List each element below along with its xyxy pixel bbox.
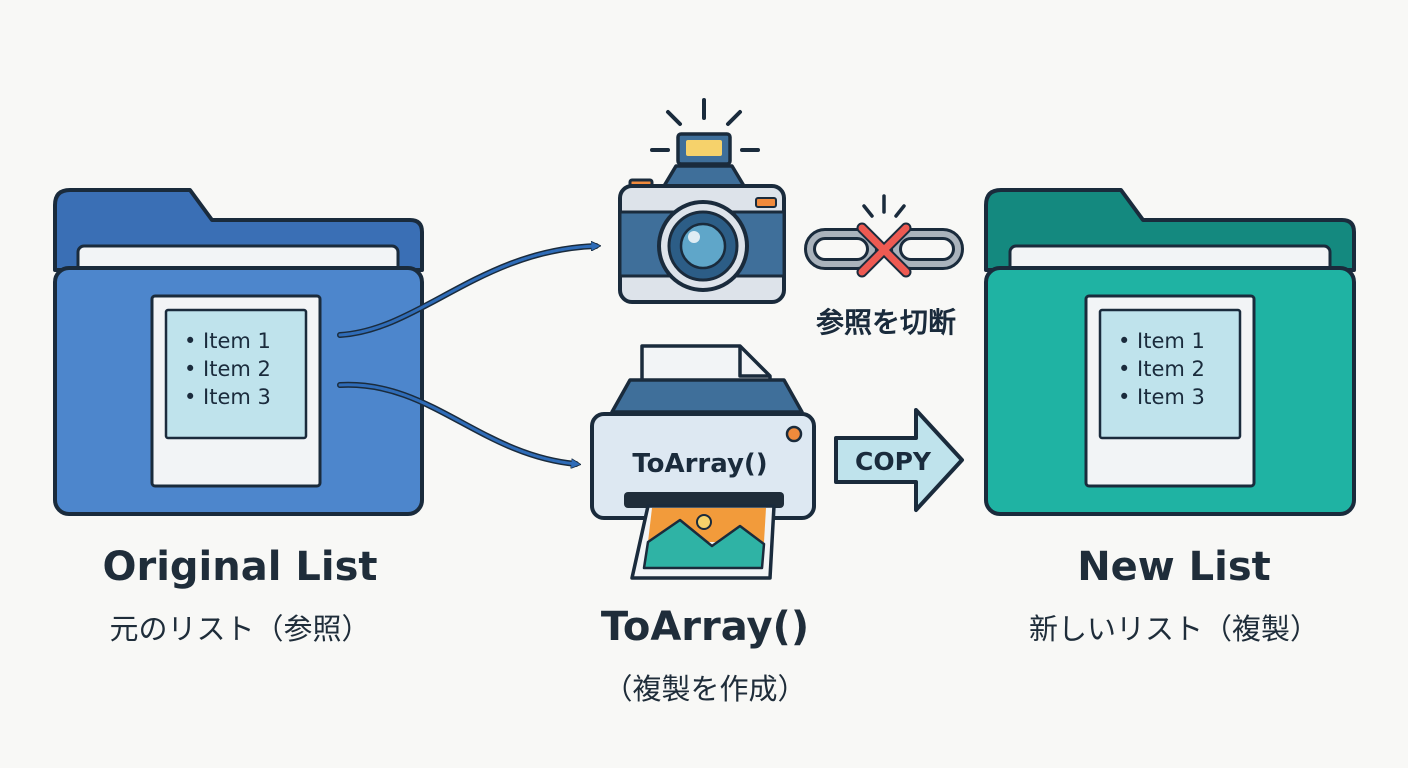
printer-label: ToArray() <box>632 449 767 479</box>
original-item-3: • Item 3 <box>184 385 271 409</box>
new-item-1: • Item 1 <box>1118 329 1205 353</box>
original-folder-icon: • Item 1 • Item 2 • Item 3 <box>53 188 424 516</box>
process-subtitle: （複製を作成） <box>603 672 807 706</box>
broken-link-icon <box>804 194 964 278</box>
new-subtitle: 新しいリスト（複製） <box>1028 612 1319 646</box>
new-item-2: • Item 2 <box>1118 357 1205 381</box>
new-item-3: • Item 3 <box>1118 385 1205 409</box>
arrow-to-camera-inner <box>338 244 598 337</box>
new-title: New List <box>1077 544 1271 590</box>
broken-reference-label: 参照を切断 <box>816 306 956 339</box>
printer-icon: ToArray() <box>590 344 816 580</box>
copy-label: COPY <box>855 447 932 476</box>
original-title: Original List <box>102 544 378 590</box>
copy-arrow-icon: COPY <box>834 408 964 512</box>
new-folder-icon: • Item 1 • Item 2 • Item 3 <box>984 188 1356 516</box>
camera-icon <box>618 98 786 304</box>
original-subtitle: 元のリスト（参照） <box>109 612 371 646</box>
original-item-2: • Item 2 <box>184 357 271 381</box>
original-item-1: • Item 1 <box>184 329 271 353</box>
arrow-to-printer-inner <box>338 383 578 466</box>
process-title: ToArray() <box>600 604 810 650</box>
